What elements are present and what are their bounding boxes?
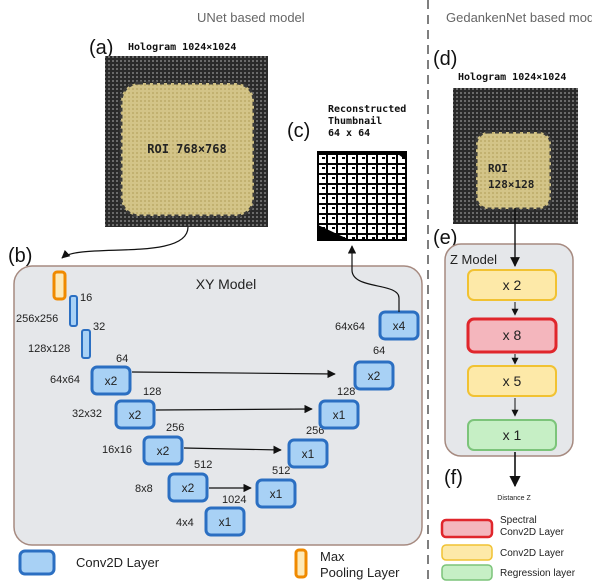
decoder-block-16 <box>287 438 329 469</box>
encoder-block-64 <box>90 365 132 396</box>
xy-model-panel <box>13 265 423 546</box>
decoder-ch-64: 64 <box>373 345 385 357</box>
skip-32 <box>155 404 313 414</box>
conv-block-256 <box>69 295 78 327</box>
z-block-4 <box>467 419 557 451</box>
encoder-size-32: 32x32 <box>72 408 102 420</box>
roi-right-label-2: 128×128 <box>488 178 534 191</box>
bottleneck-ch: 1024 <box>222 494 246 506</box>
channels-32: 32 <box>93 321 105 333</box>
panel-label-f: (f) <box>444 467 463 489</box>
encoder-size-16: 16x16 <box>102 444 132 456</box>
decoder-mult-64: x2 <box>368 369 381 383</box>
hologram-left-title: Hologram 1024×1024 <box>128 42 236 53</box>
decoder-ch-8: 512 <box>272 465 290 477</box>
z-block-2-label: x 8 <box>503 327 522 343</box>
bottleneck-mult: x1 <box>219 515 232 529</box>
output-size: 64x64 <box>335 321 365 333</box>
bottleneck-block <box>204 506 246 537</box>
decoder-mult-8: x1 <box>270 487 283 501</box>
encoder-block-32 <box>114 399 156 430</box>
legend-conv2d-right-swatch <box>441 544 493 561</box>
decoder-ch-32: 128 <box>337 386 355 398</box>
distance-z-label: Distance Z <box>497 495 531 502</box>
decoder-block-32 <box>318 399 360 430</box>
arrow-hologram-to-xy <box>61 226 189 259</box>
arrow-to-thumbnail <box>347 245 400 312</box>
roi-left <box>119 81 256 218</box>
decoder-block-8 <box>255 478 297 509</box>
channels-16: 16 <box>80 292 92 304</box>
thumbnail-title-2: Thumbnail <box>328 115 382 127</box>
encoder-ch-32: 128 <box>143 386 161 398</box>
header-gedankennet: GedankenNet based mode <box>446 10 592 25</box>
panel-label-d: (d) <box>433 48 457 70</box>
encoder-size-64: 64x64 <box>50 374 80 386</box>
max-pool-block <box>52 270 67 301</box>
skip-16 <box>183 445 282 455</box>
legend-spectral-swatch <box>440 518 494 539</box>
panel-label-e: (e) <box>433 227 457 249</box>
z-block-4-label: x 1 <box>503 427 522 443</box>
roi-right-label-1: ROI <box>488 162 508 175</box>
z-block-2 <box>466 317 558 354</box>
size-128: 128x128 <box>28 343 70 355</box>
legend-maxpool-label-1: Max <box>320 549 345 564</box>
legend-regression-label: Regression layer <box>500 568 576 579</box>
encoder-mult-64: x2 <box>105 374 118 388</box>
legend-conv2d-swatch <box>18 549 56 576</box>
encoder-mult-32: x2 <box>129 408 142 422</box>
decoder-mult-32: x1 <box>333 408 346 422</box>
thumbnail-title-1: Reconstructed <box>328 104 406 115</box>
encoder-block-16 <box>142 435 184 466</box>
roi-right <box>474 130 553 211</box>
encoder-ch-16: 256 <box>166 422 184 434</box>
header-unet: UNet based model <box>197 10 305 25</box>
skip-64 <box>131 369 336 379</box>
thumbnail-corner <box>318 225 350 240</box>
z-block-3-label: x 5 <box>503 373 522 389</box>
panel-label-b: (b) <box>8 245 32 267</box>
roi-left-label: ROI 768×768 <box>147 142 226 156</box>
legend-maxpool-label-2: Pooling Layer <box>320 565 400 580</box>
z-block-1 <box>467 269 557 301</box>
legend-spectral-label-2: Conv2D Layer <box>500 527 565 538</box>
encoder-size-8: 8x8 <box>135 483 153 495</box>
z-block-1-label: x 2 <box>503 277 522 293</box>
legend-maxpool-swatch <box>294 548 308 579</box>
encoder-ch-64: 64 <box>116 353 128 365</box>
panel-label-c: (c) <box>287 120 310 142</box>
conv-block-128 <box>81 329 91 359</box>
thumbnail-corner-2 <box>395 152 406 160</box>
legend-spectral-label-1: Spectral <box>500 515 537 526</box>
decoder-block-64 <box>353 360 395 391</box>
thumbnail-title-3: 64 x 64 <box>328 128 370 139</box>
output-mult: x4 <box>393 319 406 333</box>
legend-conv2d-right-label: Conv2D Layer <box>500 548 565 559</box>
hologram-right-title: Hologram 1024×1024 <box>458 72 566 83</box>
z-model-title: Z Model <box>450 252 497 267</box>
encoder-block-8 <box>167 472 209 503</box>
legend-conv2d-label: Conv2D Layer <box>76 555 160 570</box>
xy-model-title: XY Model <box>196 276 256 292</box>
decoder-ch-16: 256 <box>306 425 324 437</box>
decoder-mult-16: x1 <box>302 447 315 461</box>
z-block-3 <box>467 365 557 397</box>
bottleneck-size: 4x4 <box>176 517 194 529</box>
thumbnail-image <box>317 151 407 241</box>
encoder-mult-8: x2 <box>182 481 195 495</box>
legend-regression-swatch <box>441 564 493 581</box>
encoder-mult-16: x2 <box>157 444 170 458</box>
encoder-ch-8: 512 <box>194 459 212 471</box>
panel-label-a: (a) <box>89 37 113 59</box>
size-256: 256x256 <box>16 313 58 325</box>
